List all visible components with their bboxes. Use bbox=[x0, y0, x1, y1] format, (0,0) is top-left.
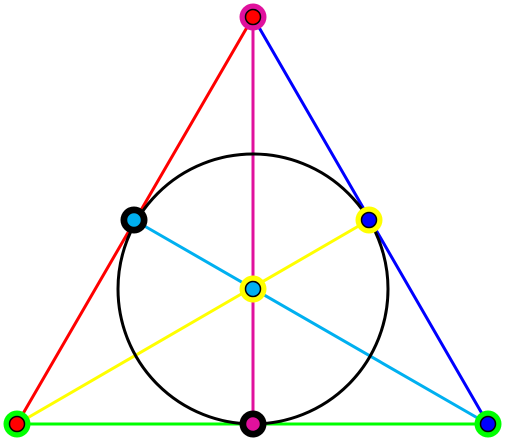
point-dot bbox=[125, 211, 143, 229]
point-dot bbox=[479, 415, 497, 433]
point-dot bbox=[360, 211, 378, 229]
point-dot bbox=[244, 415, 262, 433]
point-dot bbox=[8, 415, 26, 433]
point-right-mid bbox=[355, 206, 383, 234]
point-bottom-right bbox=[474, 410, 502, 438]
point-left-mid bbox=[120, 206, 148, 234]
point-dot bbox=[244, 280, 262, 298]
point-bottom-left bbox=[3, 410, 31, 438]
point-dot bbox=[244, 8, 262, 26]
yellow-median-line bbox=[15, 218, 371, 426]
point-center bbox=[239, 275, 267, 303]
cyan-median-line bbox=[132, 218, 490, 426]
point-bottom-mid bbox=[239, 410, 267, 438]
point-apex bbox=[239, 3, 267, 31]
